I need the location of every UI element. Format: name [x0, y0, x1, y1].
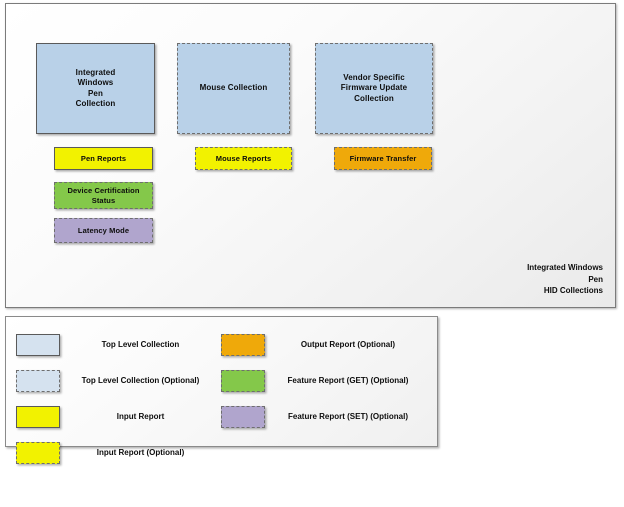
diagram-node-label: Firmware Transfer — [349, 153, 417, 163]
diagram-panel: Integrated Windows Pen Collection Mouse C… — [5, 3, 616, 308]
legend-item-input-report: Input Report — [16, 403, 221, 430]
legend-swatch-output-report-optional — [221, 333, 265, 356]
diagram-node-device-certification-status[interactable]: Device Certification Status — [54, 182, 153, 209]
diagram-node-label: Mouse Reports — [215, 153, 272, 163]
legend-label-feature-report-set-optional: Feature Report (SET) (Optional) — [288, 412, 408, 421]
legend-item-top-level-collection: Top Level Collection — [16, 331, 221, 358]
diagram-node-label: Device Certification Status — [67, 185, 140, 205]
diagram-node-vendor-specific-firmware-update-collection[interactable]: Vendor Specific Firmware Update Collecti… — [315, 43, 433, 134]
diagram-node-latency-mode[interactable]: Latency Mode — [54, 218, 153, 243]
legend-swatch-top-level-collection — [16, 333, 60, 356]
diagram-node-pen-reports[interactable]: Pen Reports — [54, 147, 153, 170]
legend-label-top-level-collection: Top Level Collection — [101, 340, 180, 349]
legend-item-feature-report-get-optional: Feature Report (GET) (Optional) — [221, 367, 431, 394]
diagram-node-mouse-collection[interactable]: Mouse Collection — [177, 43, 290, 134]
legend-item-input-report-optional: Input Report (Optional) — [16, 439, 221, 466]
legend-label-feature-report-get-optional: Feature Report (GET) (Optional) — [287, 376, 409, 385]
legend-item-output-report-optional: Output Report (Optional) — [221, 331, 431, 358]
legend-swatch-input-report-optional — [16, 441, 60, 464]
diagram-node-label: Vendor Specific Firmware Update Collecti… — [340, 73, 408, 103]
diagram-corner-caption: Integrated Windows Pen HID Collections — [527, 263, 603, 296]
legend-swatch-top-level-collection-optional — [16, 369, 60, 392]
diagram-node-label: Latency Mode — [77, 225, 130, 235]
legend-swatch-feature-report-get-optional — [221, 369, 265, 392]
legend-label-output-report-optional: Output Report (Optional) — [300, 340, 396, 349]
diagram-node-label: Integrated Windows Pen Collection — [75, 68, 116, 108]
legend-swatch-feature-report-set-optional — [221, 405, 265, 428]
legend-label-top-level-collection-optional: Top Level Collection (Optional) — [81, 376, 200, 385]
legend-label-input-report-optional: Input Report (Optional) — [96, 448, 185, 457]
diagram-node-label: Pen Reports — [80, 153, 127, 163]
diagram-node-firmware-transfer[interactable]: Firmware Transfer — [334, 147, 432, 170]
legend-column-right: Output Report (Optional) Feature Report (… — [221, 331, 431, 439]
diagram-node-label: Mouse Collection — [199, 83, 268, 93]
diagram-node-mouse-reports[interactable]: Mouse Reports — [195, 147, 292, 170]
legend-swatch-input-report — [16, 405, 60, 428]
diagram-node-integrated-windows-pen-collection[interactable]: Integrated Windows Pen Collection — [36, 43, 155, 134]
legend-item-top-level-collection-optional: Top Level Collection (Optional) — [16, 367, 221, 394]
legend-item-feature-report-set-optional: Feature Report (SET) (Optional) — [221, 403, 431, 430]
legend-label-input-report: Input Report — [116, 412, 165, 421]
